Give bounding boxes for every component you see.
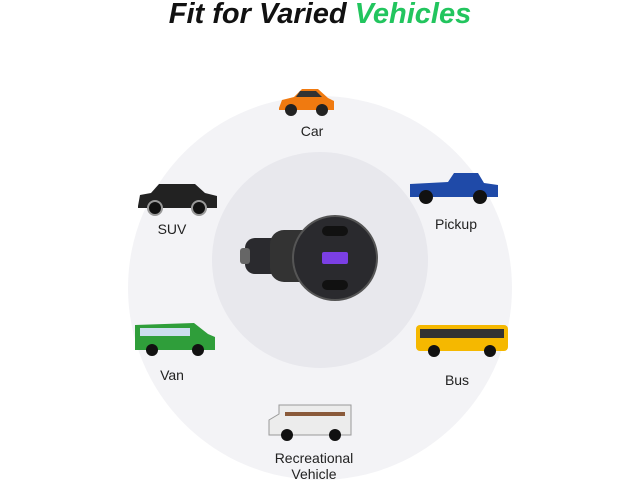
page-title: Fit for Varied Vehicles: [168, 0, 472, 30]
pickup-icon: [410, 173, 498, 204]
car-icon: [279, 89, 334, 116]
vehicle-label-pickup: Pickup: [434, 216, 478, 232]
rv-icon: [268, 404, 352, 441]
vehicle-label-car: Car: [300, 123, 324, 139]
vehicle-label-suv: SUV: [157, 221, 187, 237]
vehicle-label-bus: Bus: [444, 372, 470, 388]
van-icon: [135, 323, 215, 356]
car-charger-image: [240, 215, 378, 301]
suv-icon: [138, 184, 217, 216]
bus-icon: [416, 325, 508, 357]
vehicle-label-van: Van: [160, 367, 184, 383]
